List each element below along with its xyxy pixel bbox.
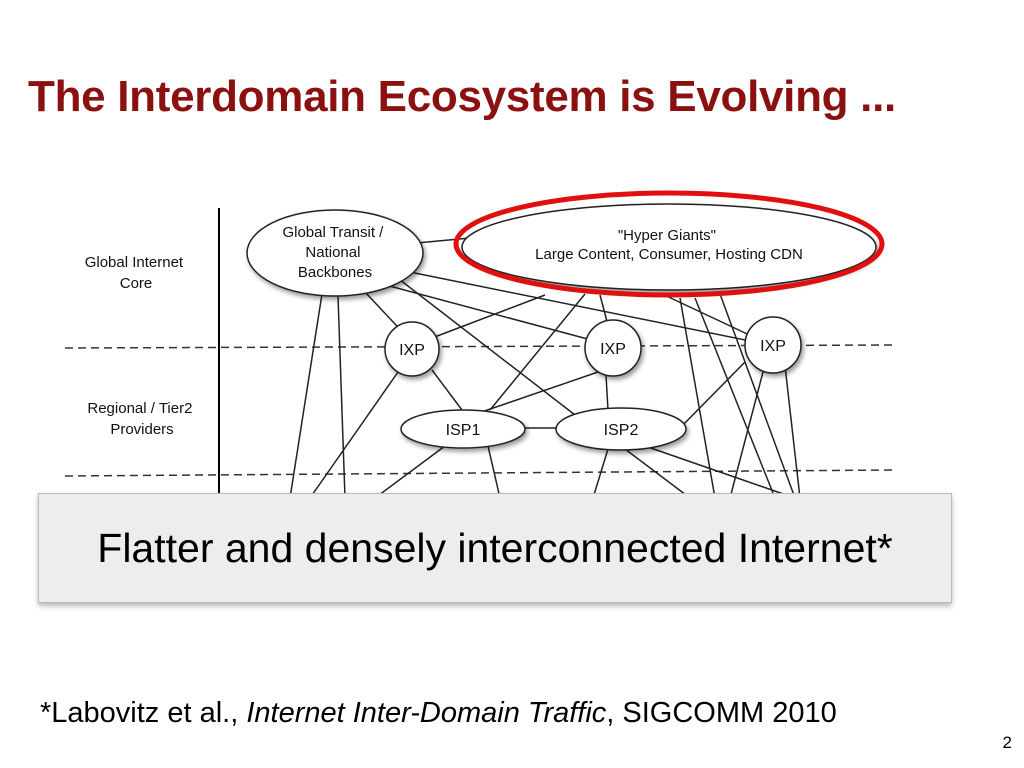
- svg-text:IXP: IXP: [600, 341, 626, 358]
- hyper-giants-node: "Hyper Giants" Large Content, Consumer, …: [461, 203, 877, 291]
- slide-title: The Interdomain Ecosystem is Evolving ..…: [28, 72, 896, 121]
- ixp-node-1: IXP: [384, 321, 440, 377]
- isp2-node: ISP2: [555, 407, 687, 451]
- tier-label-global-core: Global Internet Core: [85, 254, 188, 292]
- callout-text: Flatter and densely interconnected Inter…: [97, 524, 893, 571]
- citation-venue: , SIGCOMM 2010: [606, 697, 837, 729]
- ixp-node-2: IXP: [584, 319, 642, 377]
- isp1-node: ISP1: [400, 409, 526, 449]
- global-transit-node: Global Transit / National Backbones: [246, 209, 424, 297]
- hyper-giants-highlight-ring: [453, 190, 885, 298]
- svg-text:ISP1: ISP1: [446, 422, 481, 439]
- citation-authors: *Labovitz et al.,: [40, 697, 247, 729]
- tier-label-regional: Regional / Tier2 Providers: [87, 400, 196, 438]
- citation-paper-title: Internet Inter-Domain Traffic: [246, 697, 607, 729]
- page-number: 2: [1002, 733, 1012, 752]
- svg-text:IXP: IXP: [399, 342, 425, 359]
- callout-box: Flatter and densely interconnected Inter…: [38, 493, 952, 603]
- ixp-node-3: IXP: [744, 316, 802, 374]
- svg-text:ISP2: ISP2: [604, 422, 639, 439]
- svg-text:IXP: IXP: [760, 338, 786, 355]
- tier-separator-lower: [64, 469, 896, 477]
- citation: *Labovitz et al., Internet Inter-Domain …: [40, 697, 837, 730]
- svg-text:Global Transit / Nationa: Global Transit / National Backbones: [282, 224, 387, 281]
- svg-text:"Hyper Giants" Large Con: "Hyper Giants" Large Content, Consumer, …: [535, 227, 803, 263]
